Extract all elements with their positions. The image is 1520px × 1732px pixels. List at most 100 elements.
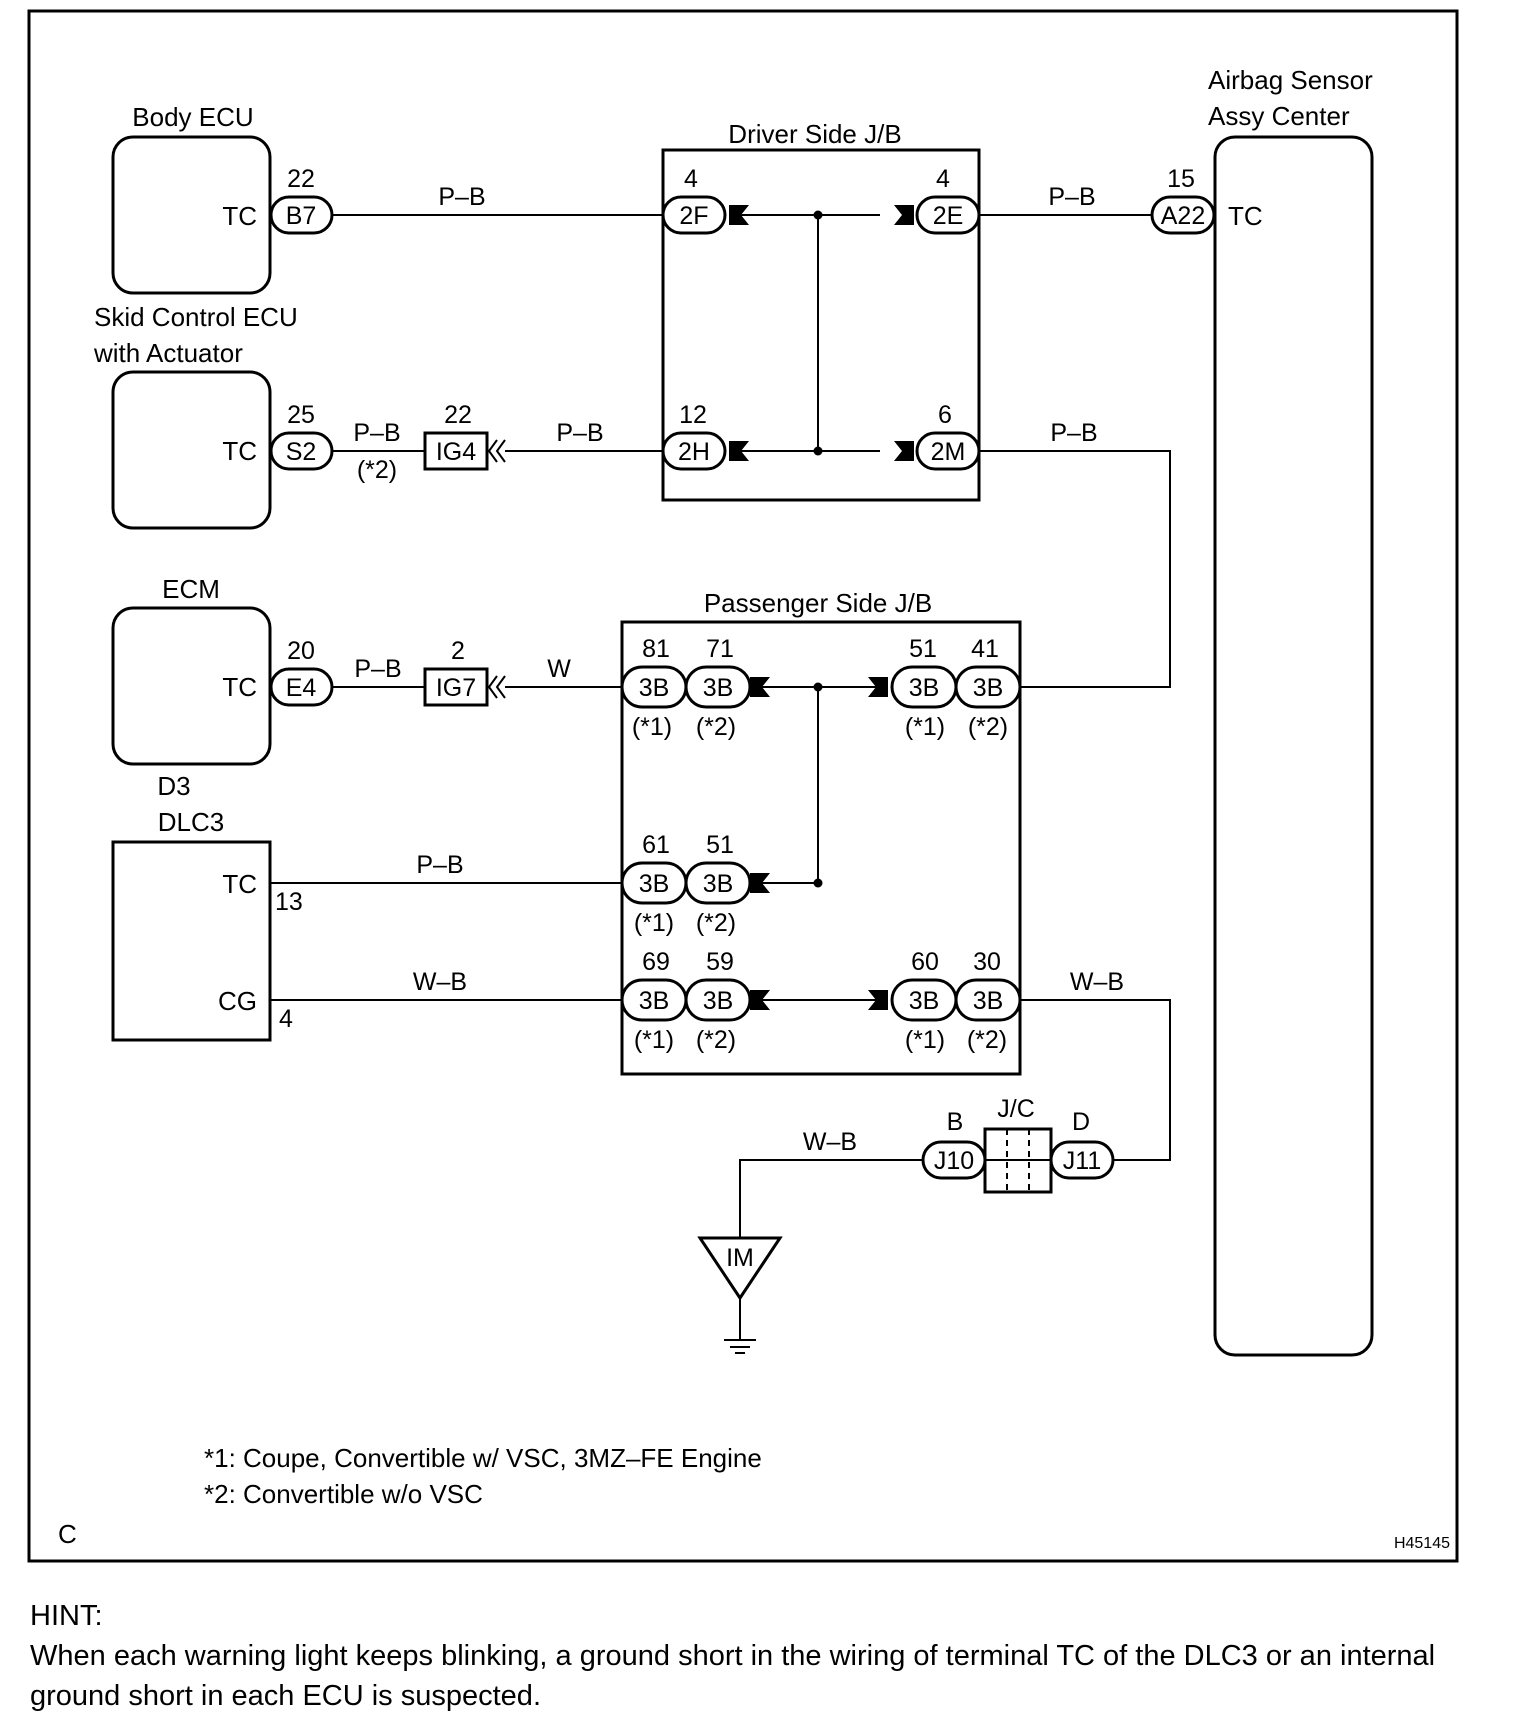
connector-3b-30 bbox=[954, 978, 1022, 1022]
pin-ig4: 22 bbox=[444, 401, 472, 429]
jc-pin-d: D bbox=[1072, 1108, 1090, 1136]
pin-3b-51: 51 bbox=[909, 635, 937, 663]
wire-color-2m: P–B bbox=[1050, 419, 1097, 447]
connector-3b-59 bbox=[684, 978, 752, 1022]
wiring-diagram: Body ECU Skid Control ECU with Actuator … bbox=[27, 9, 1459, 1563]
pin-3b-59: 59 bbox=[706, 948, 734, 976]
body-ecu-label: Body ECU bbox=[132, 102, 253, 132]
connector-chevron bbox=[894, 441, 914, 461]
wire-color-ig7: W bbox=[547, 655, 571, 683]
hint-text: When each warning light keeps blinking, … bbox=[30, 1640, 1436, 1712]
junction-dot bbox=[813, 210, 823, 220]
ecm-label: ECM bbox=[162, 574, 220, 604]
pin-3b-61: 61 bbox=[642, 831, 670, 859]
diagram-frame bbox=[27, 9, 1459, 1563]
corner-mark: C bbox=[58, 1519, 77, 1549]
pin-3b-60: 60 bbox=[911, 948, 939, 976]
connector-3b-label: 3B bbox=[639, 987, 670, 1015]
connector-e4-label: E4 bbox=[286, 674, 317, 702]
connector-3b-label: 3B bbox=[703, 870, 734, 898]
connector-b7-label: B7 bbox=[286, 202, 317, 230]
ground-im-label: IM bbox=[726, 1244, 754, 1272]
connector-a22-label: A22 bbox=[1161, 202, 1205, 230]
pin-airbag-tc: 15 bbox=[1167, 165, 1195, 193]
dlc3-box bbox=[111, 840, 272, 1042]
variant-note: (*1) bbox=[634, 909, 674, 937]
junction-dot bbox=[813, 878, 823, 888]
variant-note: (*2) bbox=[357, 456, 397, 484]
skid-control-ecu-label-1: Skid Control ECU bbox=[94, 302, 298, 332]
wire-color-ecm: P–B bbox=[354, 655, 401, 683]
connector-chevron bbox=[894, 205, 914, 225]
ig4-chevron bbox=[487, 439, 506, 463]
variant-note: (*1) bbox=[634, 1026, 674, 1054]
connector-2e-label: 2E bbox=[933, 202, 964, 230]
variant-note: (*1) bbox=[632, 713, 672, 741]
connector-ig4-label: IG4 bbox=[436, 438, 476, 466]
jc-label: J/C bbox=[997, 1095, 1035, 1123]
pin-ig7: 2 bbox=[451, 637, 465, 665]
wire-3b-to-j11 bbox=[1020, 999, 1171, 1161]
pin-body-tc: 22 bbox=[287, 165, 315, 193]
dlc3-terminal-tc: TC bbox=[222, 869, 257, 899]
pin-skid-tc: 25 bbox=[287, 401, 315, 429]
body-ecu-terminal-tc: TC bbox=[222, 201, 257, 231]
connector-3b-label: 3B bbox=[703, 987, 734, 1015]
footnote-2: *2: Convertible w/o VSC bbox=[204, 1479, 483, 1509]
variant-note: (*2) bbox=[696, 909, 736, 937]
connector-2h-label: 2H bbox=[678, 438, 710, 466]
pin-2f: 4 bbox=[684, 165, 698, 193]
variant-note: (*1) bbox=[905, 1026, 945, 1054]
connector-s2 bbox=[269, 431, 334, 471]
airbag-sensor-label-2: Assy Center bbox=[1208, 101, 1350, 131]
junction-dot bbox=[813, 682, 823, 692]
skid-ecu-terminal-tc: TC bbox=[222, 436, 257, 466]
wire-j10-to-ground bbox=[739, 1159, 923, 1245]
connector-2m bbox=[915, 431, 981, 471]
airbag-terminal-tc: TC bbox=[1228, 201, 1263, 231]
connector-3b-51-mid bbox=[684, 861, 752, 905]
connector-ig7-label: IG7 bbox=[436, 674, 476, 702]
wire-color-ground: W–B bbox=[803, 1128, 857, 1156]
connector-3b-label: 3B bbox=[973, 987, 1004, 1015]
variant-note: (*2) bbox=[696, 1026, 736, 1054]
connector-2f bbox=[661, 195, 727, 235]
connector-3b-label: 3B bbox=[973, 674, 1004, 702]
driver-side-jb-label: Driver Side J/B bbox=[728, 119, 901, 149]
variant-note: (*2) bbox=[967, 1026, 1007, 1054]
skid-control-ecu-label-2: with Actuator bbox=[93, 338, 243, 368]
pin-3b-41: 41 bbox=[971, 635, 999, 663]
figure-id: H45145 bbox=[1394, 1535, 1450, 1552]
wire-color-dlc3-cg: W–B bbox=[413, 968, 467, 996]
pin-2e: 4 bbox=[936, 165, 950, 193]
pin-3b-51-mid: 51 bbox=[706, 831, 734, 859]
connector-s2-label: S2 bbox=[286, 438, 317, 466]
airbag-sensor-box bbox=[1213, 135, 1374, 1357]
connector-e4 bbox=[269, 667, 334, 707]
connector-j11-label: J11 bbox=[1063, 1147, 1101, 1175]
footnote-1: *1: Coupe, Convertible w/ VSC, 3MZ–FE En… bbox=[204, 1443, 762, 1473]
connector-a22 bbox=[1150, 195, 1216, 235]
wire-color-right-ground: W–B bbox=[1070, 968, 1124, 996]
connector-ig7 bbox=[423, 667, 489, 707]
ig7-chevron bbox=[487, 675, 506, 699]
connector-3b-label: 3B bbox=[909, 987, 940, 1015]
pin-dlc3-cg: 4 bbox=[279, 1005, 293, 1033]
wire-2m-to-3b bbox=[979, 450, 1171, 688]
pin-dlc3-tc: 13 bbox=[275, 888, 303, 916]
connector-2e bbox=[915, 195, 981, 235]
ground-im-triangle bbox=[697, 1236, 783, 1301]
passenger-side-jb-box bbox=[620, 620, 1022, 1076]
hint-title: HINT: bbox=[30, 1600, 103, 1632]
dlc3-terminal-cg: CG bbox=[218, 986, 257, 1016]
pin-2m: 6 bbox=[938, 401, 952, 429]
dlc3-label: DLC3 bbox=[158, 807, 224, 837]
wire-color-ig4: P–B bbox=[556, 419, 603, 447]
connector-3b-71 bbox=[684, 665, 752, 709]
pin-2h: 12 bbox=[679, 401, 707, 429]
variant-note: (*2) bbox=[968, 713, 1008, 741]
connector-2f-label: 2F bbox=[679, 202, 708, 230]
wire-color-dlc3-tc: P–B bbox=[416, 851, 463, 879]
wire-color-skid: P–B bbox=[353, 419, 400, 447]
connector-2h bbox=[661, 431, 727, 471]
